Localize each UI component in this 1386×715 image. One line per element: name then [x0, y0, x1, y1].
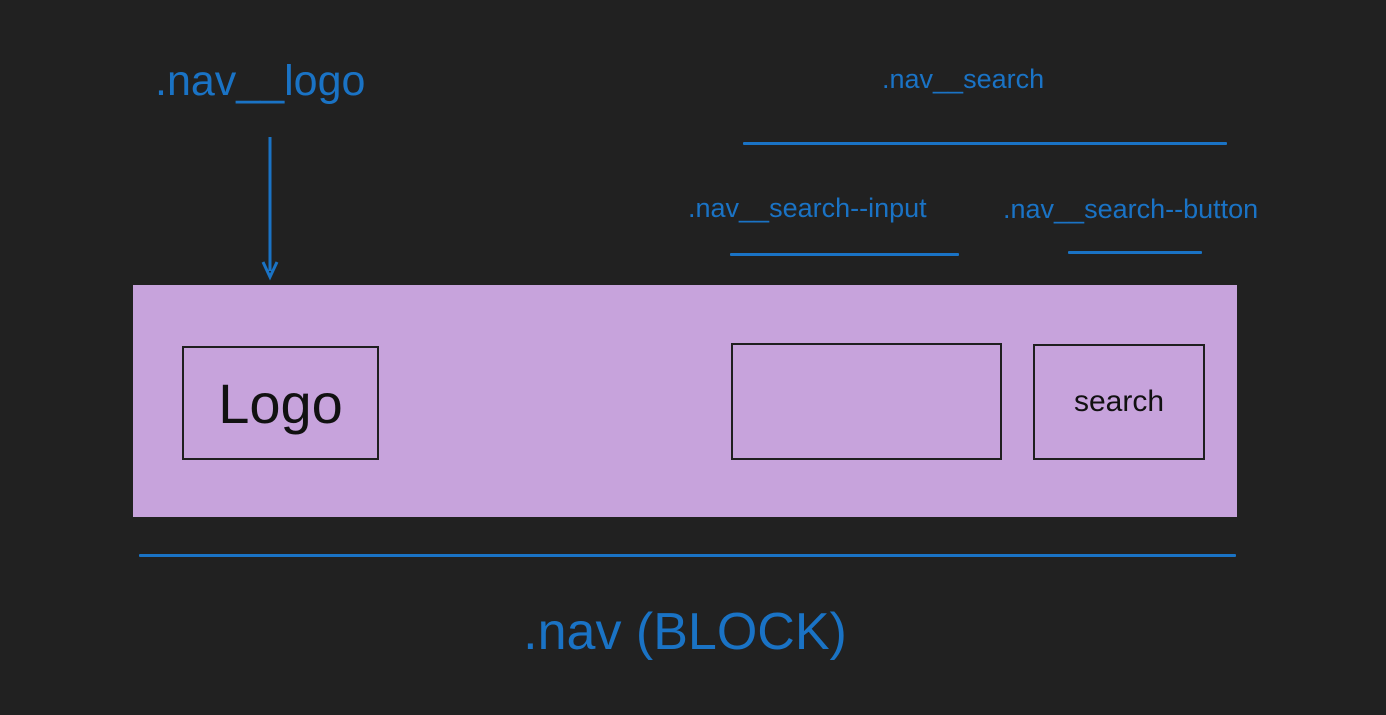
nav-search-input-annotation: .nav__search--input — [688, 193, 927, 223]
nav-block: Logo search — [133, 285, 1237, 517]
nav-search-pointer-line — [743, 142, 1227, 145]
nav-logo-box: Logo — [182, 346, 379, 460]
nav-search-button[interactable]: search — [1033, 344, 1205, 460]
nav-search-input-box[interactable] — [731, 343, 1002, 460]
arrow-down-icon — [260, 135, 280, 281]
nav-block-annotation: .nav (BLOCK) — [523, 603, 847, 661]
nav-search-button-annotation: .nav__search--button — [1003, 194, 1259, 224]
nav-logo-annotation: .nav__logo — [155, 57, 366, 105]
nav-block-pointer-line — [139, 554, 1236, 557]
nav-search-input-pointer-line — [730, 253, 959, 256]
nav-search-annotation: .nav__search — [882, 64, 1045, 94]
nav-search-button-pointer-line — [1068, 251, 1202, 254]
